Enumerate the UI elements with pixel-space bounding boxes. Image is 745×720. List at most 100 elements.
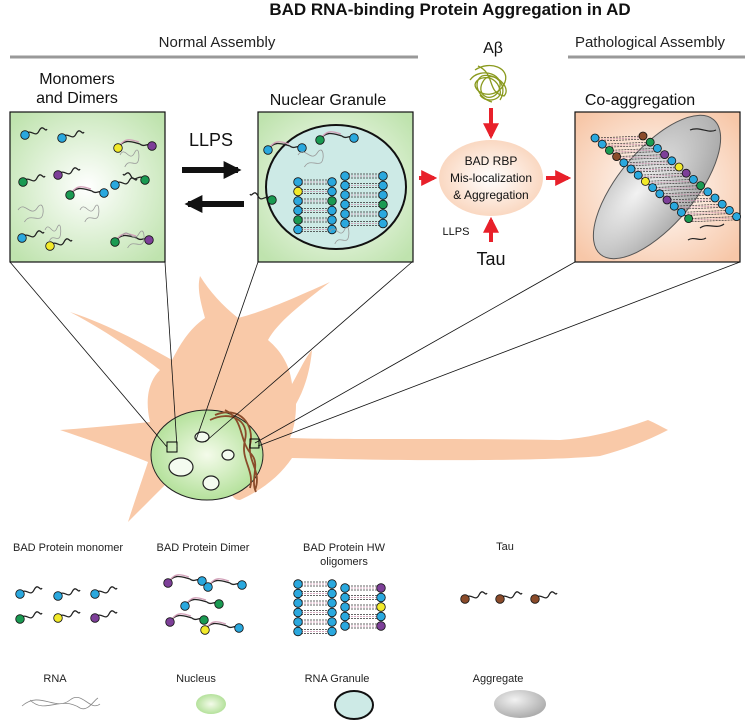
protein-monomer-icon bbox=[340, 611, 350, 622]
protein-monomer-icon bbox=[144, 235, 154, 245]
protein-monomer-icon bbox=[263, 145, 273, 155]
protein-monomer-icon bbox=[203, 582, 213, 592]
monomers-label-line1: Monomers bbox=[39, 71, 115, 88]
protein-monomer-icon bbox=[18, 177, 28, 187]
protein-monomer-icon bbox=[590, 133, 600, 143]
oligomer-strand bbox=[688, 219, 737, 223]
protein-monomer-icon bbox=[110, 237, 120, 247]
protein-monomer-icon bbox=[99, 188, 109, 198]
oligomer-strand bbox=[602, 145, 651, 148]
oligomer-strand bbox=[623, 163, 672, 167]
protein-tail bbox=[21, 230, 45, 239]
protein-monomer-icon bbox=[340, 180, 350, 191]
protein-monomer-icon bbox=[378, 218, 388, 229]
llps-small-label: LLPS bbox=[442, 226, 470, 238]
protein-monomer-icon bbox=[340, 190, 350, 200]
protein-monomer-icon bbox=[340, 602, 350, 612]
legend-graphics bbox=[21, 690, 546, 720]
protein-tail bbox=[71, 186, 92, 193]
protein-monomer-icon bbox=[681, 168, 691, 178]
oligomer-strand bbox=[594, 138, 644, 142]
protein-monomer-icon bbox=[327, 196, 337, 206]
protein-monomer-icon bbox=[327, 617, 337, 627]
protein-monomer-icon bbox=[147, 141, 157, 151]
protein-monomer-icon bbox=[653, 143, 662, 153]
oligomer-strand bbox=[688, 216, 737, 219]
protein-monomer-icon bbox=[315, 135, 325, 145]
protein-monomer-icon bbox=[460, 594, 470, 604]
rna-strand bbox=[119, 149, 140, 168]
oligomer-strand bbox=[652, 188, 701, 192]
oligomer-strand bbox=[681, 210, 730, 213]
protein-tail bbox=[499, 591, 523, 600]
oligomer-strand bbox=[602, 141, 651, 145]
protein-monomer-icon bbox=[199, 615, 209, 625]
protein-tail bbox=[687, 128, 725, 241]
oligomer-strand bbox=[638, 176, 687, 179]
protein-tail bbox=[19, 611, 43, 620]
protein-monomer-icon bbox=[327, 205, 337, 216]
oligomer-strand bbox=[623, 160, 672, 164]
oligomer-strand bbox=[674, 207, 723, 210]
monomers-label-line2: and Dimers bbox=[36, 90, 118, 107]
zoom-lines bbox=[9, 261, 741, 448]
protein-monomer-icon bbox=[327, 607, 337, 618]
protein-tail bbox=[57, 610, 81, 619]
legend-tau-label: Tau bbox=[496, 541, 514, 553]
monomers-panel bbox=[9, 111, 166, 263]
oligomer-strand bbox=[616, 157, 665, 161]
oligomer-strand bbox=[638, 172, 687, 176]
protein-monomer-icon bbox=[110, 180, 120, 190]
co-aggregation-panel bbox=[574, 111, 741, 263]
protein-monomer-icon bbox=[340, 583, 350, 593]
protein-monomer-icon bbox=[703, 187, 713, 197]
protein-monomer-icon bbox=[689, 174, 698, 184]
protein-tail bbox=[209, 578, 230, 585]
oligomer-strand bbox=[616, 155, 665, 159]
protein-monomer-icon bbox=[717, 199, 727, 209]
protein-monomer-icon bbox=[293, 588, 303, 599]
oligomer-strand bbox=[594, 135, 644, 139]
monomers-dimers-label: Monomers and Dimers bbox=[7, 70, 147, 108]
legend-aggregate-icon bbox=[494, 690, 546, 718]
oligomer-strand bbox=[630, 168, 680, 171]
protein-monomer-icon bbox=[327, 186, 337, 197]
oligomer-strand bbox=[666, 199, 716, 202]
protein-monomer-icon bbox=[197, 576, 207, 586]
protein-monomer-icon bbox=[662, 195, 672, 205]
oligomer-strand bbox=[609, 151, 658, 154]
protein-monomer-icon bbox=[293, 224, 303, 235]
legend-dimer-label: BAD Protein Dimer bbox=[156, 542, 250, 554]
protein-monomer-icon bbox=[293, 186, 303, 197]
protein-monomer-icon bbox=[710, 193, 720, 203]
protein-monomer-icon bbox=[667, 156, 677, 166]
protein-monomer-icon bbox=[645, 137, 655, 147]
protein-monomer-icon bbox=[293, 598, 303, 608]
protein-monomer-icon bbox=[340, 592, 350, 603]
protein-tail bbox=[116, 233, 137, 240]
oligomer-strand bbox=[609, 149, 658, 153]
neuron bbox=[60, 276, 668, 522]
protein-tail bbox=[61, 130, 85, 139]
protein-monomer-icon bbox=[90, 613, 100, 623]
oligomer-strand bbox=[674, 203, 723, 207]
protein-monomer-icon bbox=[65, 190, 75, 200]
legend-hw-label-line2: oligomers bbox=[320, 556, 368, 568]
protein-monomer-icon bbox=[234, 623, 244, 633]
legend-nucleus-icon bbox=[196, 694, 226, 714]
protein-monomer-icon bbox=[200, 625, 210, 635]
legend-granule-label: RNA Granule bbox=[304, 673, 370, 685]
protein-tail bbox=[171, 613, 192, 620]
protein-monomer-icon bbox=[626, 164, 636, 174]
bad-rbp-center-ellipse bbox=[439, 140, 543, 216]
oligomer-strand bbox=[681, 211, 730, 215]
oligomer-strand bbox=[645, 182, 694, 185]
oligomer-strand bbox=[594, 137, 644, 140]
legend-rna-label: RNA bbox=[43, 673, 67, 685]
protein-monomer-icon bbox=[113, 143, 123, 153]
protein-monomer-icon bbox=[163, 578, 173, 588]
legend-monomer-label: BAD Protein monomer bbox=[12, 542, 124, 554]
protein-monomer-icon bbox=[293, 579, 303, 589]
oligomer-strand bbox=[688, 217, 737, 221]
protein-monomer-icon bbox=[53, 170, 63, 180]
